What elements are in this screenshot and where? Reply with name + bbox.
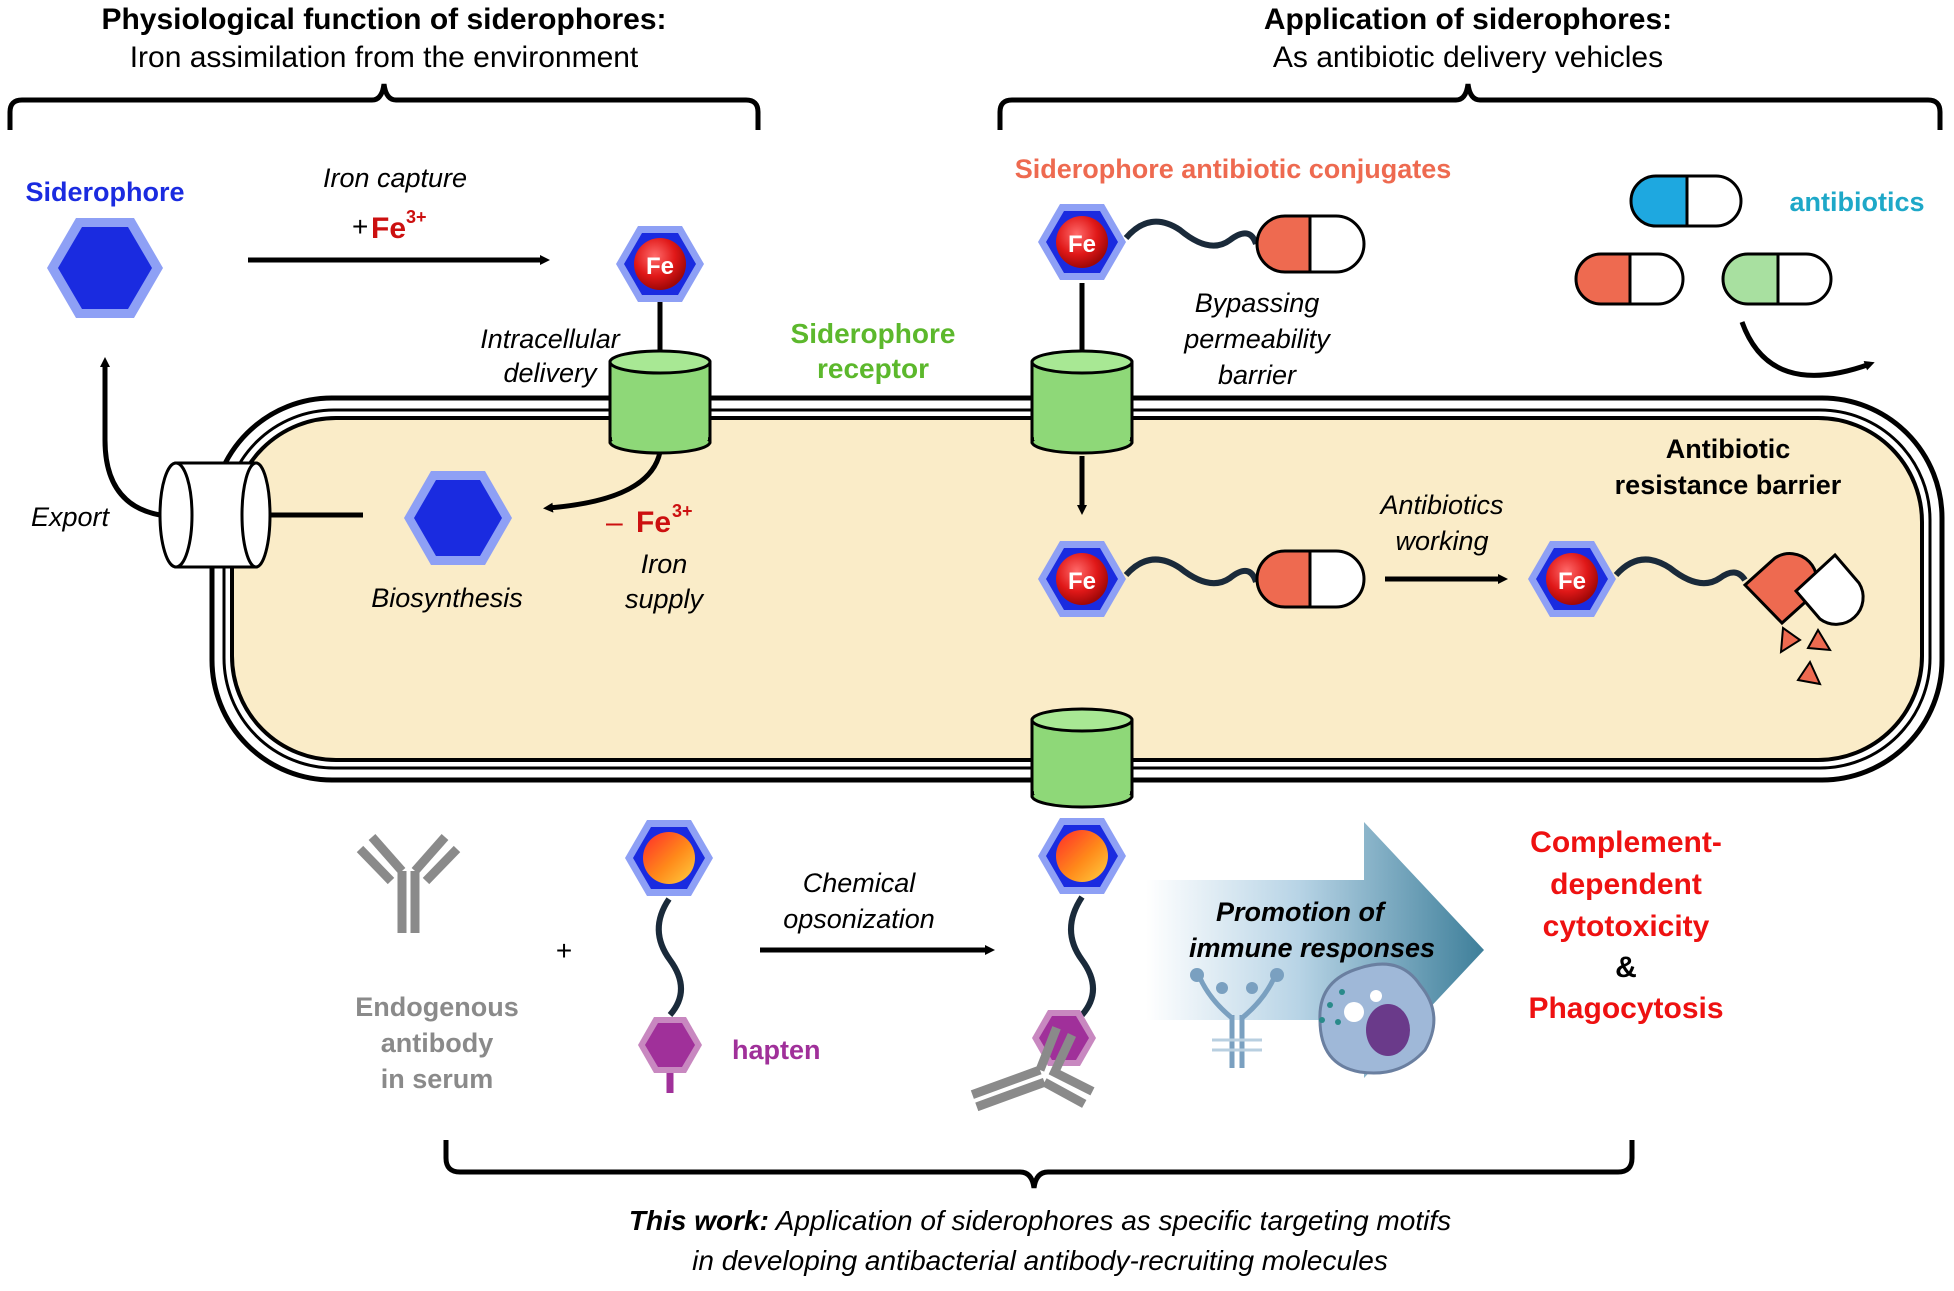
antibiotics-label: antibiotics [1789,187,1924,217]
receptor-label-1: Siderophore [791,318,956,349]
this-work-rest: Application of siderophores as specific … [769,1205,1451,1236]
conjugate-top-linker [1123,218,1259,249]
right-siderophore-receptor [1030,349,1134,455]
fe-loss: Fe [636,506,671,539]
working-label-1: Antibiotics [1378,490,1503,520]
hapten-label: hapten [732,1035,821,1065]
this-work-line-2: in developing antibacterial antibody-rec… [692,1245,1388,1276]
export-label: Export [31,502,111,532]
released-drug-fragments [1779,626,1832,686]
conjugate-inside-linker [1123,556,1259,587]
outcome-line-5: Phagocytosis [1528,992,1723,1025]
outcome-line-3: cytotoxicity [1543,910,1710,943]
intracellular-label-1: Intracellular [480,324,621,354]
conjugate-working-linker [1613,556,1748,587]
conjugate-top-fe: Fe [1068,231,1096,258]
right-header-title: Application of siderophores: [1264,3,1672,36]
this-work-line-1: This work: Application of siderophores a… [629,1205,1451,1236]
plus-sign: + [352,211,368,242]
minus-sign: – [606,506,623,539]
export-arrow [100,357,161,518]
bypass-label-2: permeability [1183,324,1331,354]
antibody-label-3: in serum [381,1064,494,1094]
endogenous-antibody-icon [360,837,457,933]
antibody-label-1: Endogenous [355,992,519,1022]
bypass-label-1: Bypassing [1195,288,1320,318]
antibiotic-capsule-orange [1574,252,1685,306]
fe-gain-charge: 3+ [406,207,427,227]
complement-receptor-icon [1190,968,1284,1068]
outcome-line-1: Complement- [1530,826,1722,859]
antibiotic-capsule-green [1721,252,1833,306]
right-header-subtitle: As antibiotic delivery vehicles [1273,41,1663,74]
iron-supply-arrow [543,451,663,513]
hapten-linker [655,897,684,1017]
siderophore-hapten-head [625,820,713,896]
conjugate-inside-fe: Fe [1068,568,1096,595]
antibiotic-capsule-cyan [1629,174,1743,228]
opened-capsule [1742,552,1865,626]
siderophore-hexagon [47,218,163,318]
recruited-antibody-icon [970,1026,1095,1112]
export-transporter [158,461,272,569]
immune-label-1: Promotion of [1216,897,1387,927]
right-bracket [997,83,1943,130]
resistance-label-1: Antibiotic [1666,434,1790,464]
receptor-label-2: receptor [817,353,929,384]
bottom-siderophore-receptor [1030,707,1134,809]
fe-loss-charge: 3+ [672,501,693,521]
bound-linker [1068,895,1096,1017]
outcome-line-2: dependent [1550,868,1702,901]
left-header-title: Physiological function of siderophores: [101,3,666,36]
this-work-bold: This work: [629,1205,769,1236]
conjugate-top-capsule [1255,214,1366,274]
conjugate-inside-capsule [1255,549,1366,609]
fe-gain: Fe [371,212,406,245]
fe-symbol: Fe [646,253,674,280]
antibody-label-2: antibody [381,1028,494,1058]
immune-label-2: immune responses [1189,933,1435,963]
left-bracket [7,83,761,130]
biosynthesis-label: Biosynthesis [371,583,523,613]
bottom-plus-sign: + [556,935,572,966]
conjugate-working-fe: Fe [1558,568,1586,595]
iron-supply-label-1: Iron [641,549,688,579]
biosynthesis-hexagon [404,471,512,565]
bypass-label-3: barrier [1218,360,1297,390]
resistance-label-2: resistance barrier [1615,470,1842,500]
bound-siderophore-hapten [1038,818,1126,894]
outcome-ampersand: & [1615,951,1637,984]
phagocyte-icon [1318,962,1436,1075]
siderophore-label: Siderophore [25,177,184,207]
working-label-2: working [1395,526,1488,556]
conjugates-label: Siderophore antibiotic conjugates [1015,154,1452,184]
antibiotics-blocked-arrow [1739,321,1875,378]
iron-supply-label-2: supply [625,584,705,614]
hapten-icon [638,1017,702,1073]
left-siderophore-receptor [608,349,712,455]
intracellular-label-2: delivery [503,358,598,388]
iron-capture-label: Iron capture [323,163,467,193]
bottom-bracket [443,1140,1635,1189]
opsonization-label-2: opsonization [783,904,935,934]
opsonization-label-1: Chemical [803,868,917,898]
left-header-subtitle: Iron assimilation from the environment [130,41,639,74]
